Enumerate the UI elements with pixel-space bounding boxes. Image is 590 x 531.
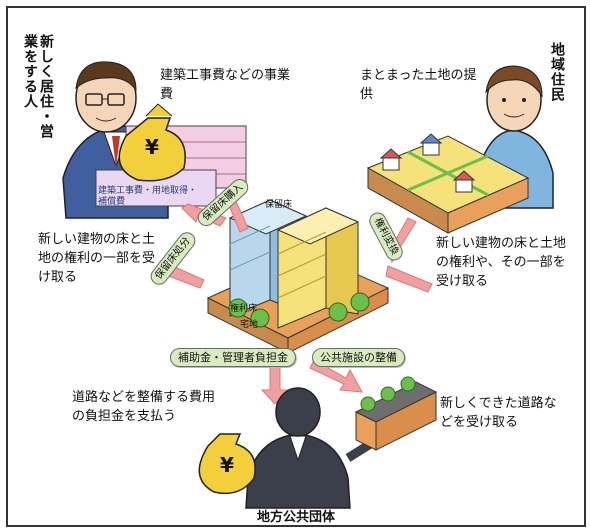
bag-yen-top: ¥: [145, 135, 159, 159]
money-bag-top: [118, 103, 186, 182]
right-land-tag: 宅地: [240, 320, 259, 330]
center-building: [206, 199, 390, 354]
road-cost-text: 道路などを整備する費用の負担金を支払う: [72, 390, 216, 424]
land-supply-text: まとまった土地の提供: [360, 68, 477, 102]
local-resident-label: 地域住民: [549, 42, 565, 102]
new-resident-label: 新しく居住・営業をする人: [22, 34, 54, 139]
road-block: [354, 376, 438, 451]
receive-floor-right-text: 新しい建物の床と土地の権利や、その一部を受け取る: [436, 236, 567, 289]
money-bag-bottom: [198, 433, 256, 495]
pill-subsidy: 補助金・管理者負担金: [170, 348, 296, 367]
receive-roads-text: 新しくできた道路などを受け取る: [440, 396, 557, 430]
land-parcels: [366, 133, 530, 234]
pill-public-facilities: 公共施設の整備: [312, 348, 405, 367]
construction-cost-text: 建築工事費などの事業費: [160, 68, 291, 102]
doc-label: 建築工事費・用地取得・補償費: [98, 186, 198, 207]
bag-yen-bottom: ¥: [220, 453, 234, 477]
public-body-label: 地方公共団体: [256, 510, 335, 525]
illustration-layer: [62, 61, 554, 509]
diagram-frame: 新しく居住・営業をする人 地域住民 地方公共団体 建築工事費などの事業費 まとま…: [6, 6, 586, 527]
receive-floor-left-text: 新しい建物の床と土地の権利の一部を受け取る: [38, 232, 156, 285]
rights-floor-tag: 権利床: [230, 304, 258, 314]
reserve-floor-tag: 保留床: [265, 200, 293, 210]
